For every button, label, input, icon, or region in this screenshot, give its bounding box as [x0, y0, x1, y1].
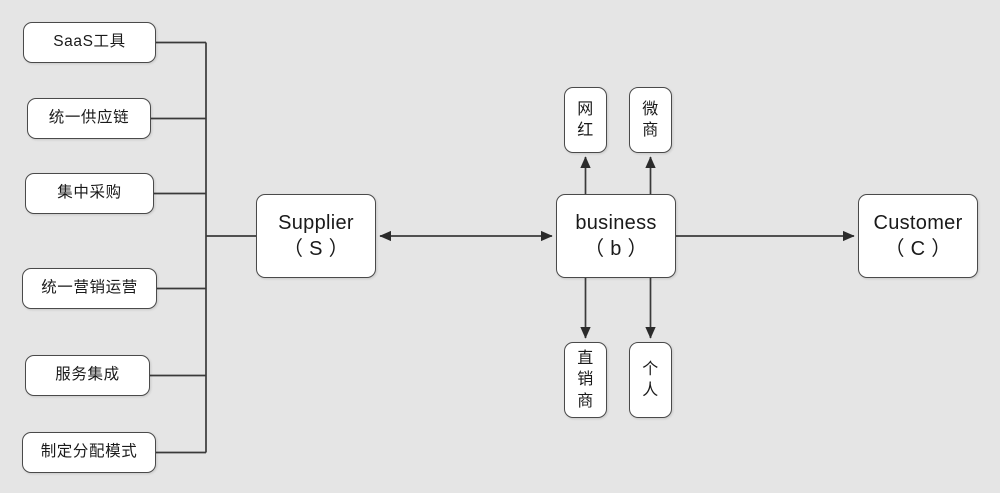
- node-weishang[interactable]: 微 商: [629, 87, 672, 153]
- node-unified-marketing[interactable]: 统一营销运营: [22, 268, 157, 309]
- node-supplier[interactable]: Supplier （ S ）: [256, 194, 376, 278]
- node-customer[interactable]: Customer （ C ）: [858, 194, 978, 278]
- node-unified-supply[interactable]: 统一供应链: [27, 98, 151, 139]
- node-label: 统一营销运营: [41, 279, 138, 297]
- node-label: 微 商: [642, 100, 659, 139]
- node-business[interactable]: business （ b ）: [556, 194, 676, 278]
- node-label: 统一供应链: [48, 109, 130, 127]
- node-label: 集中采购: [57, 184, 122, 202]
- node-label: Customer （ C ）: [873, 211, 963, 260]
- node-allocation-model[interactable]: 制定分配模式: [22, 432, 156, 473]
- node-label: 个 人: [642, 360, 659, 399]
- node-central-purchasing[interactable]: 集中采购: [25, 173, 154, 214]
- node-service-integration[interactable]: 服务集成: [25, 355, 150, 396]
- node-label: Supplier （ S ）: [278, 211, 354, 260]
- node-saas-tools[interactable]: SaaS工具: [23, 22, 156, 63]
- node-label: 制定分配模式: [40, 443, 138, 461]
- node-label: 服务集成: [55, 366, 120, 384]
- node-direct-seller[interactable]: 直 销 商: [564, 342, 607, 418]
- node-label: business （ b ）: [575, 211, 657, 260]
- node-label: SaaS工具: [53, 33, 126, 51]
- node-individual[interactable]: 个 人: [629, 342, 672, 418]
- node-wanghong[interactable]: 网 红: [564, 87, 607, 153]
- node-label: 网 红: [577, 100, 594, 139]
- node-label: 直 销 商: [577, 350, 594, 410]
